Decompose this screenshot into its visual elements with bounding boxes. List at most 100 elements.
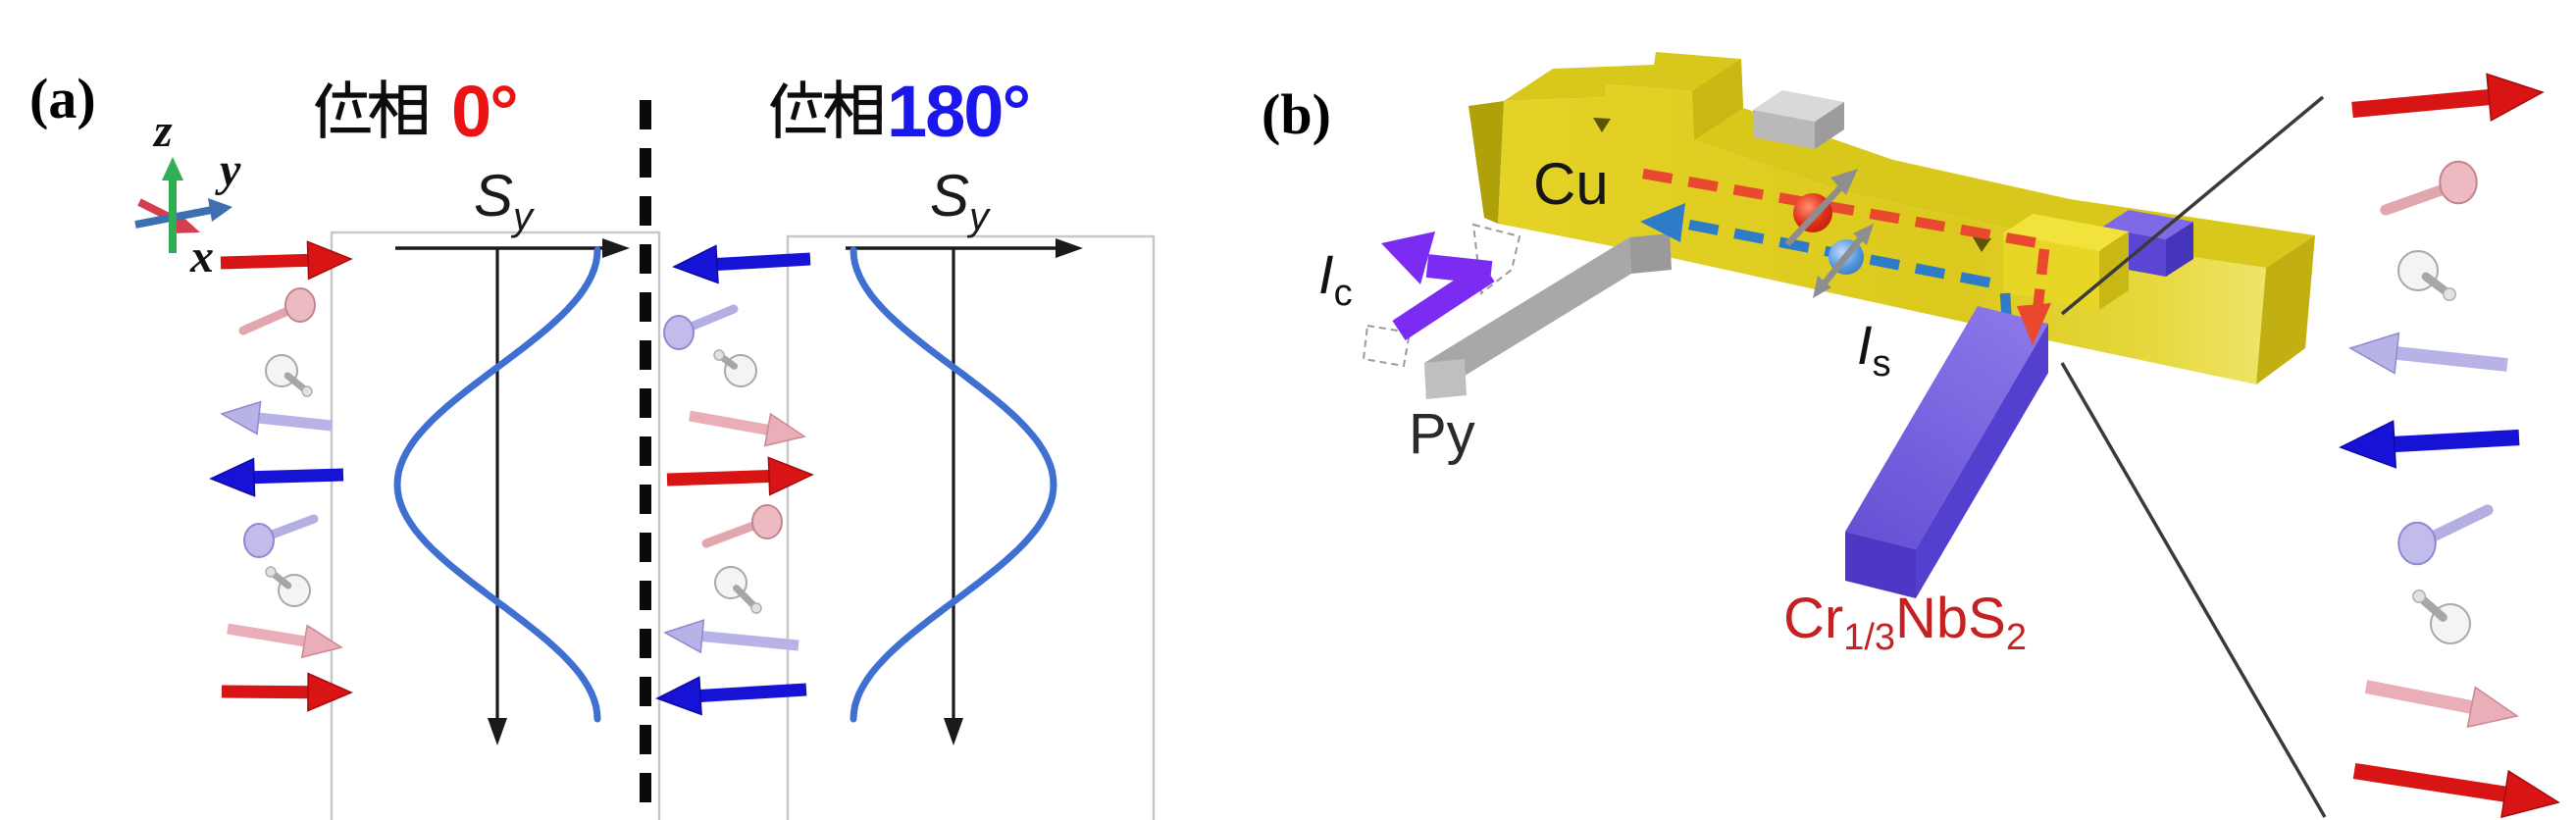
cu-strip-right-end (2256, 235, 2315, 384)
y-axis-arrow (208, 198, 232, 222)
spin-flat-shaft-red (2351, 88, 2493, 119)
spin-up-path (1642, 168, 2039, 249)
cu-bump-over-crystal (2003, 214, 2129, 310)
current-symbol: I (1318, 243, 1334, 305)
spin-ball-cap (265, 566, 277, 578)
spin-flat-shaft-blue (2391, 429, 2520, 453)
py-bar-near-end (1424, 359, 1467, 399)
panel-a (134, 100, 1156, 820)
py-bar-far-end (1629, 233, 1672, 274)
curve-phase180 (850, 246, 1057, 723)
sy-axis-arrowhead (1056, 238, 1083, 258)
spin-flat-shaft-pink (227, 623, 309, 647)
spin-current-label: Is (1857, 318, 1891, 384)
crystal-pre: Cr (1783, 587, 1844, 650)
callout-line-bottom (2060, 362, 2327, 818)
callout-line-top (2060, 95, 2325, 316)
spin-flat-head-red (2500, 769, 2560, 819)
spin-flat-shaft-blue (250, 468, 344, 485)
spin-cone-head-pink (2439, 160, 2478, 205)
sy-curves (393, 246, 1057, 723)
coordinate-axes-icon (134, 157, 232, 253)
current-symbol: I (1857, 314, 1873, 376)
spin-flat-head-lavender (663, 619, 705, 654)
py-bar-front-face (1424, 237, 1631, 399)
phase0-sy-axes (395, 238, 630, 745)
spin-flat-shaft-blue (713, 252, 811, 272)
spin-flat-shaft-blue (696, 683, 807, 703)
z-axis-arrow (162, 157, 183, 180)
spin-flat-head-blue (672, 244, 719, 284)
spin-down-path-arrowhead (1640, 203, 1685, 242)
py-electrode-bar (1424, 233, 1672, 399)
sy-sub: y (969, 195, 990, 238)
cu-bump-py-side-face (1692, 59, 1743, 140)
py-label: Py (1409, 402, 1475, 466)
cu-label: Cu (1533, 151, 1609, 217)
panel-b (1362, 52, 2560, 819)
cu-notch-over-crystal (1972, 235, 1991, 252)
charge-current-label: Ic (1318, 247, 1353, 313)
spin-flat-shaft-lavender (2393, 345, 2508, 372)
spin-down-path-down (1999, 292, 2013, 326)
sy-label-phase0: Sy (474, 167, 533, 237)
spin-flat-shaft-red (666, 469, 773, 487)
spin-current-arrowhead (2017, 303, 2051, 345)
sy-base: S (930, 163, 970, 229)
spin-ball-cap (2443, 287, 2456, 301)
phase180-box (786, 234, 1156, 820)
panel-b-label: (b) (1262, 82, 1331, 146)
cu-strip-front-face (1498, 84, 2266, 384)
crystal-sub2: 2 (2005, 617, 2027, 658)
sy-axis-arrowhead (602, 238, 630, 258)
spin-down-arrow-2 (1853, 224, 1874, 245)
spin-down-arrow (1813, 276, 1831, 298)
spin-helix-phase0 (209, 240, 353, 712)
phase0-title: 位相 0° (310, 71, 519, 152)
phase180-degree: 180° (887, 71, 1031, 152)
spin-flat-head-lavender (2348, 332, 2400, 375)
current-sub: s (1872, 343, 1891, 384)
spin-flat-head-red (2486, 73, 2545, 122)
spin-flat-shaft-red (2352, 762, 2509, 803)
spin-cone-head-lavender (2397, 521, 2437, 566)
spin-flat-head-red (307, 672, 353, 712)
spin-flat-shaft-red (220, 253, 312, 270)
phase-kanji-drawing (769, 79, 882, 138)
phase-kanji-drawing (314, 79, 427, 138)
spin-flat-head-red (306, 240, 353, 281)
phase0-degree: 0° (451, 71, 519, 152)
spin-flat-head-blue (209, 457, 256, 497)
crystal-electrode-bar (1845, 306, 2048, 598)
panel-a-label: (a) (29, 67, 96, 130)
cu-strip-left-end (1468, 101, 1504, 224)
crystal-bar-top-face (1845, 306, 2048, 549)
spin-cone-head-lavender (243, 523, 275, 558)
spin-flat-shaft-pink (2364, 680, 2476, 715)
spin-cone-shaft-lavender (682, 304, 739, 333)
spin-flat-shaft-lavender (698, 630, 799, 651)
spin-flat-head-lavender (220, 400, 262, 436)
charge-current-arrowhead (1381, 231, 1435, 284)
spin-cone-head-pink (284, 287, 316, 323)
spin-flat-head-pink (763, 412, 806, 447)
crystal-bar-end-face (1845, 532, 1916, 598)
spin-ball-cap (713, 349, 725, 361)
sy-label-phase180: Sy (930, 167, 989, 237)
crystal-sub1: 1/3 (1843, 617, 1896, 658)
x-axis-label: x (190, 231, 214, 282)
spin-flat-head-pink (300, 624, 343, 659)
current-sub: c (1333, 273, 1353, 314)
hidden-current-outline-bottom (1362, 324, 1412, 368)
spin-up-path-down (2032, 248, 2050, 313)
spin-flat-shaft-pink (689, 410, 772, 436)
z-axis-label: z (154, 105, 173, 157)
spin-flat-head-blue (655, 676, 702, 716)
phase180-sy-axes (846, 238, 1083, 745)
phase0-box (330, 231, 661, 820)
spin-cone-head-pink (751, 504, 783, 539)
sy-base: S (474, 163, 514, 229)
spin-down-electron (1813, 224, 1874, 298)
py-wire-far-end (1753, 90, 1844, 149)
